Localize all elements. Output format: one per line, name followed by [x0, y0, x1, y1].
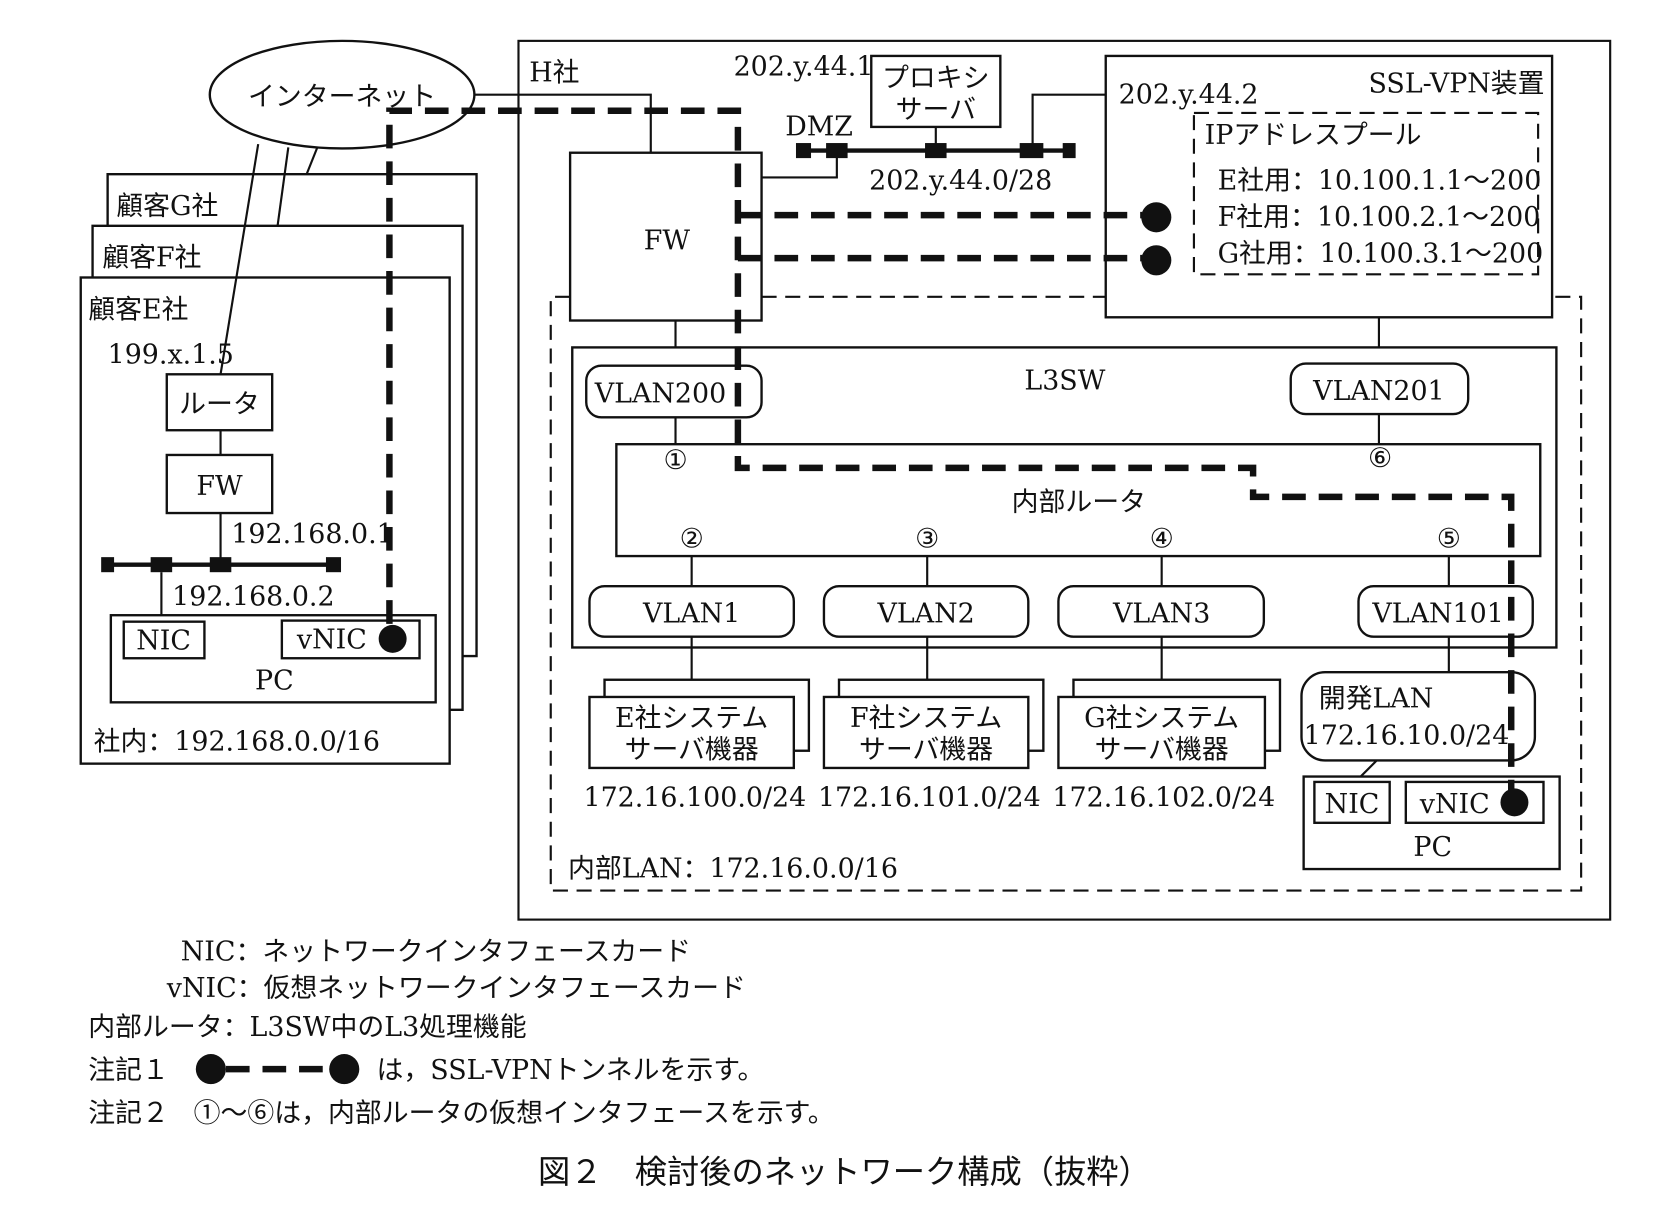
iface-3: ③	[915, 523, 939, 554]
svg-text:vNIC：仮想ネットワークインタフェースカード: vNIC：仮想ネットワークインタフェースカード	[166, 973, 746, 1004]
svg-text:内部ルータ：L3SW中のL3処理機能: 内部ルータ：L3SW中のL3処理機能	[88, 1012, 526, 1043]
dev-pc-label: PC	[1413, 832, 1452, 863]
ssl-vpn-ip: 202.y.44.2	[1119, 79, 1259, 110]
vlan101	[1357, 584, 1534, 638]
svg-text:vNIC: vNIC	[296, 625, 367, 656]
ssl-vpn-tunnel-customer	[378, 107, 1515, 796]
ip-address-pool	[1192, 111, 1540, 276]
svg-text:172.16.102.0/24: 172.16.102.0/24	[1052, 783, 1275, 814]
svg-text:VLAN101: VLAN101	[1371, 599, 1503, 630]
svg-text:①～⑥は，内部ルータの仮想インタフェースを示す。: ①～⑥は，内部ルータの仮想インタフェースを示す。	[194, 1098, 835, 1129]
dev-nic	[1313, 780, 1391, 824]
vlan200	[585, 364, 763, 419]
svg-text:F社用：10.100.2.1～200: F社用：10.100.2.1～200	[1218, 202, 1541, 233]
svg-text:E社用：10.100.1.1～200: E社用：10.100.1.1～200	[1218, 165, 1542, 196]
dev-lan	[1300, 671, 1537, 762]
h-company-box: H社	[517, 39, 1612, 921]
svg-text:vNIC: vNIC	[1419, 789, 1490, 820]
svg-text:サーバ: サーバ	[896, 94, 976, 125]
server-e: E社システム サーバ機器 172.16.100.0/24	[583, 678, 811, 814]
svg-text:NIC: NIC	[1325, 789, 1380, 820]
customer-pc-label: PC	[255, 665, 294, 696]
customer-lan-label: 社内：192.168.0.0/16	[94, 727, 380, 758]
svg-text:172.16.100.0/24: 172.16.100.0/24	[583, 783, 806, 814]
svg-text:注記２: 注記２	[88, 1098, 169, 1129]
customer-e-box: 顧客E社 199.x.1.5 ルータ FW 192.168.0.1 192.16…	[79, 276, 451, 765]
svg-text:VLAN200: VLAN200	[594, 378, 726, 409]
ssl-vpn-label: SSL-VPN装置	[1368, 68, 1544, 99]
l3sw-label: L3SW	[1024, 365, 1105, 396]
customer-nic	[122, 620, 206, 660]
dmz-label: DMZ	[785, 112, 853, 143]
inner-router-label: 内部ルータ	[1012, 487, 1146, 518]
svg-text:NIC：ネットワークインタフェースカード: NIC：ネットワークインタフェースカード	[181, 936, 691, 967]
svg-text:F社システム: F社システム	[850, 703, 1002, 734]
proxy-server-box	[870, 54, 1002, 129]
svg-text:注記１: 注記１	[88, 1055, 169, 1086]
svg-text:172.16.101.0/24: 172.16.101.0/24	[818, 783, 1041, 814]
svg-text:172.16.10.0/24: 172.16.10.0/24	[1304, 720, 1510, 751]
svg-text:E社システム: E社システム	[615, 703, 768, 734]
inner-router-box	[615, 443, 1542, 558]
h-fw-label: FW	[644, 226, 691, 257]
svg-text:VLAN3: VLAN3	[1112, 599, 1210, 630]
svg-text:開発LAN: 開発LAN	[1319, 684, 1434, 715]
inner-lan-label: 内部LAN：172.16.0.0/16	[568, 854, 898, 885]
svg-text:サーバ機器: サーバ機器	[1095, 734, 1229, 765]
internet-cloud: インターネット	[208, 39, 476, 150]
iface-5: ⑤	[1437, 523, 1461, 554]
tunnel-endpoint	[1500, 788, 1529, 817]
dmz-subnet: 202.y.44.0/28	[869, 165, 1052, 196]
customer-g-label: 顧客G社	[116, 191, 218, 222]
customer-f-label: 顧客F社	[102, 243, 201, 274]
iface-1: ①	[663, 445, 687, 476]
customer-fw-label: FW	[196, 471, 243, 502]
router-box	[165, 373, 274, 432]
svg-text:VLAN201: VLAN201	[1312, 376, 1444, 407]
proxy-ip: 202.y.44.1	[734, 51, 874, 82]
svg-text:は，SSL-VPNトンネルを示す。: は，SSL-VPNトンネルを示す。	[377, 1055, 765, 1086]
figure-caption: 図２ 検討後のネットワーク構成（抜粋）	[538, 1153, 1151, 1191]
svg-text:サーバ機器: サーバ機器	[625, 734, 759, 765]
fw-inner-ip: 192.168.0.1	[231, 519, 393, 550]
router-ip: 199.x.1.5	[108, 340, 234, 371]
iface-6: ⑥	[1368, 443, 1392, 474]
iface-2: ②	[680, 523, 704, 554]
server-g: G社システム サーバ機器 172.16.102.0/24	[1052, 678, 1282, 814]
svg-text:VLAN2: VLAN2	[876, 599, 974, 630]
customer-fw-box	[165, 453, 274, 515]
h-company-label: H社	[529, 58, 579, 89]
legend-tunnel-endpoint	[195, 1054, 226, 1085]
svg-text:プロキシ: プロキシ	[882, 63, 990, 94]
svg-text:G社用：10.100.3.1～200: G社用：10.100.3.1～200	[1218, 238, 1544, 269]
h-fw-box	[568, 151, 763, 322]
legend: NIC：ネットワークインタフェースカード vNIC：仮想ネットワークインタフェー…	[88, 936, 834, 1128]
router-label: ルータ	[179, 389, 260, 420]
svg-text:VLAN1: VLAN1	[642, 599, 740, 630]
svg-text:G社システム: G社システム	[1084, 703, 1239, 734]
iface-4: ④	[1150, 523, 1174, 554]
svg-text:サーバ機器: サーバ機器	[859, 734, 993, 765]
svg-text:NIC: NIC	[136, 626, 191, 657]
server-f: F社システム サーバ機器 172.16.101.0/24	[818, 678, 1045, 814]
customer-e-label: 顧客E社	[88, 294, 188, 325]
pc-ip: 192.168.0.2	[172, 582, 334, 613]
svg-text:インターネット: インターネット	[248, 81, 436, 112]
tunnel-endpoint	[1141, 245, 1172, 276]
svg-text:IPアドレスプール: IPアドレスプール	[1205, 120, 1422, 151]
legend-tunnel-endpoint	[329, 1054, 360, 1085]
tunnel-endpoint	[1141, 202, 1172, 233]
